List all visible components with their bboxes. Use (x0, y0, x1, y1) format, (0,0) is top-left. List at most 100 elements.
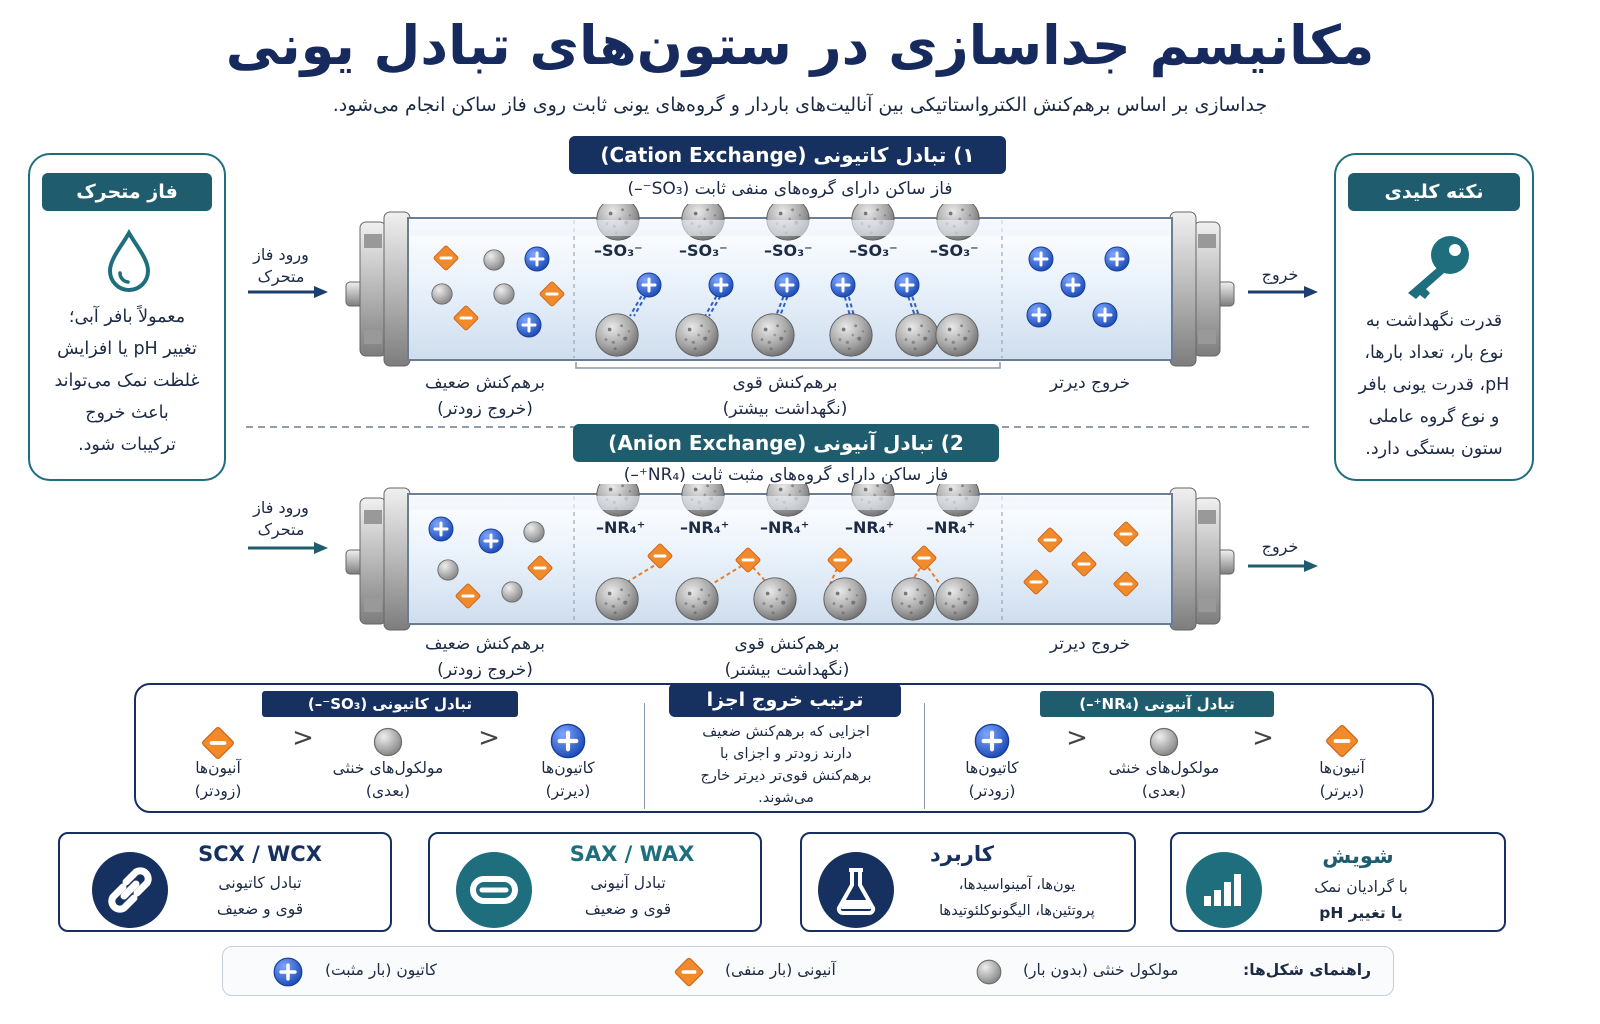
capsule-icon (456, 852, 532, 928)
summary-anion-item: مولکول‌های خنثی (بعدی) (1084, 757, 1244, 803)
text-line: غلظت نمک می‌تواند (54, 371, 200, 391)
cation-fixed-group-label: –SO₃⁻ (930, 241, 979, 260)
mobile-phase-text: معمولاً بافر آبی؛ تغییر pH یا افزایش غلظ… (40, 301, 214, 461)
cation-stationary-phase-note: فاز ساکن دارای گروه‌های منفی ثابت (SO₃⁻–… (627, 179, 953, 199)
item-sub: (زودتر) (968, 782, 1016, 800)
anion-fixed-group-label: –NR₄⁺ (926, 518, 976, 537)
card-text: تبادل آنیونی قوی و ضعیف (548, 870, 708, 922)
summary-anion-heading: تبادل آنیونی (NR₄⁺–) (1040, 691, 1274, 717)
neutral-icon (1149, 727, 1179, 757)
anion-fixed-group-label: –NR₄⁺ (680, 518, 730, 537)
legend-neutral-label: مولکول خنثی (بدون بار) (1023, 961, 1179, 979)
text-line: قدرت نگهداشت به (1365, 311, 1503, 331)
summary-cation-item: مولکول‌های خنثی (بعدی) (308, 757, 468, 803)
text-line: اجزایی که برهم‌کنش ضعیف (702, 724, 870, 740)
text-line: یا تغییر pH (1319, 904, 1403, 922)
key-point-panel: نکته کلیدی قدرت نگهداشت به نوع بار، تعدا… (1334, 153, 1534, 481)
zone-label: برهم‌کنش قوی (732, 373, 838, 393)
key-point-text: قدرت نگهداشت به نوع بار، تعداد بارها، pH… (1346, 305, 1522, 465)
cation-inlet-label: ورود فاز متحرک (253, 245, 309, 286)
text-line: می‌شوند. (758, 790, 814, 806)
droplet-icon (107, 229, 151, 292)
item-label: کاتیون‌ها (965, 759, 1019, 777)
summary-divider (924, 703, 925, 809)
summary-order-heading: ترتیب خروج اجزا (669, 683, 901, 717)
cation-strong-interaction-label: برهم‌کنش قوی (نگهداشت بیشتر) (680, 370, 890, 422)
cation-fixed-group-label: –SO₃⁻ (594, 241, 643, 260)
text-line: برهم‌کنش قوی‌تر دیرتر خارج (700, 768, 872, 784)
legend-cation-label: کاتیون (بار مثبت) (325, 961, 437, 979)
cation-fixed-group-label: –SO₃⁻ (849, 241, 898, 260)
card-sax-wax: SAX / WAX تبادل آنیونی قوی و ضعیف (428, 832, 762, 932)
card-text: با گرادیان نمک یا تغییر pH (1286, 874, 1436, 926)
summary-cation-heading: تبادل کاتیونی (SO₃⁻–) (262, 691, 518, 717)
mobile-phase-panel: فاز متحرک معمولاً بافر آبی؛ تغییر pH یا … (28, 153, 226, 481)
greater-than-sign: > (478, 723, 500, 753)
text-line: معمولاً بافر آبی؛ (68, 307, 186, 327)
summary-cation-item: آنیون‌ها (زودتر) (168, 757, 268, 803)
mobile-phase-heading: فاز متحرک (42, 173, 212, 211)
item-sub: (دیرتر) (1319, 782, 1365, 800)
item-label: آنیون‌ها (195, 759, 241, 777)
cation-fixed-group-label: –SO₃⁻ (764, 241, 813, 260)
item-label: مولکول‌های خنثی (332, 759, 444, 777)
cation-exchange-banner: ۱) تبادل کاتیونی (Cation Exchange) (569, 136, 1006, 174)
summary-anion-item: کاتیون‌ها (زودتر) (942, 757, 1042, 803)
text-line: یون‌ها، آمینواسیدها، (958, 877, 1076, 893)
summary-cation-item: کاتیون‌ها (دیرتر) (518, 757, 618, 803)
anion-strong-interaction-label: برهم‌کنش قوی (نگهداشت بیشتر) (682, 631, 892, 683)
card-title: کاربرد (930, 842, 994, 866)
anion-late-elution-label: خروج دیرتر (1049, 634, 1131, 654)
text-line: pH، قدرت یونی بافر (1358, 375, 1510, 395)
neutral-icon (976, 959, 1002, 985)
cation-late-elution-label: خروج دیرتر (1049, 373, 1131, 393)
item-sub: (بعدی) (365, 782, 411, 800)
zone-sublabel: (نگهداشت بیشتر) (724, 660, 850, 680)
cation-exchange-column (345, 204, 1235, 367)
anion-icon (200, 725, 236, 761)
anion-stationary-phase-note: فاز ساکن دارای گروه‌های مثبت ثابت (NR₄⁺–… (623, 465, 949, 485)
summary-anion-item: آنیون‌ها (دیرتر) (1292, 757, 1392, 803)
text-line: قوی و ضعیف (216, 900, 304, 918)
anion-icon (1324, 723, 1360, 759)
greater-than-sign: > (1066, 723, 1088, 753)
key-point-heading: نکته کلیدی (1348, 173, 1520, 211)
card-title: SAX / WAX (569, 842, 695, 866)
zone-label: برهم‌کنش ضعیف (424, 634, 546, 654)
item-sub: (زودتر) (194, 782, 242, 800)
text-line: باعث خروج (85, 403, 169, 423)
text-line: قوی و ضعیف (584, 900, 672, 918)
text-line: پروتئین‌ها، الیگونوکلئوتیدها (939, 903, 1095, 919)
bar-chart-icon (1186, 852, 1262, 928)
anion-fixed-group-label: –NR₄⁺ (845, 518, 895, 537)
text-line: با گرادیان نمک (1314, 878, 1408, 896)
page-title: مکانیسم جداسازی در ستون‌های تبادل یونی (225, 14, 1375, 77)
cation-zone-brackets (575, 362, 1001, 369)
anion-inlet-label: ورود فاز متحرک (253, 498, 309, 539)
card-scx-wcx: SCX / WCX تبادل کاتیونی قوی و ضعیف (58, 832, 392, 932)
anion-icon (673, 956, 705, 988)
card-title: SCX / WCX (198, 842, 322, 866)
page-subtitle: جداسازی بر اساس برهم‌کنش الکترواستاتیکی … (332, 94, 1268, 116)
card-application: کاربرد یون‌ها، آمینواسیدها، پروتئین‌ها، … (800, 832, 1136, 932)
zone-label: برهم‌کنش قوی (734, 634, 840, 654)
card-text: یون‌ها، آمینواسیدها، پروتئین‌ها، الیگونو… (906, 872, 1128, 924)
anion-fixed-group-label: –NR₄⁺ (596, 518, 646, 537)
greater-than-sign: > (1252, 723, 1274, 753)
link-icon (92, 852, 168, 928)
anion-outlet-label: خروج (1261, 537, 1299, 556)
text-line: و نوع گروه عاملی (1368, 407, 1500, 427)
zone-label: برهم‌کنش ضعیف (424, 373, 546, 393)
anion-weak-interaction-label: برهم‌کنش ضعیف (خروج زودتر) (380, 631, 590, 683)
legend-title: راهنمای شکل‌ها: (1243, 961, 1371, 979)
text-line: ترکیبات شود. (78, 435, 176, 455)
anion-fixed-group-label: –NR₄⁺ (760, 518, 810, 537)
card-elution: شویش با گرادیان نمک یا تغییر pH (1170, 832, 1506, 932)
card-text: تبادل کاتیونی قوی و ضعیف (180, 870, 340, 922)
text-line: دارند زودتر و اجزای با (720, 746, 852, 762)
item-label: کاتیون‌ها (541, 759, 595, 777)
text-line: نوع بار، تعداد بارها، (1364, 343, 1504, 363)
cation-weak-interaction-label: برهم‌کنش ضعیف (خروج زودتر) (380, 370, 590, 422)
anion-inlet-arrow (248, 542, 328, 554)
anion-exchange-banner: 2) تبادل آنیونی (Anion Exchange) (573, 424, 999, 462)
